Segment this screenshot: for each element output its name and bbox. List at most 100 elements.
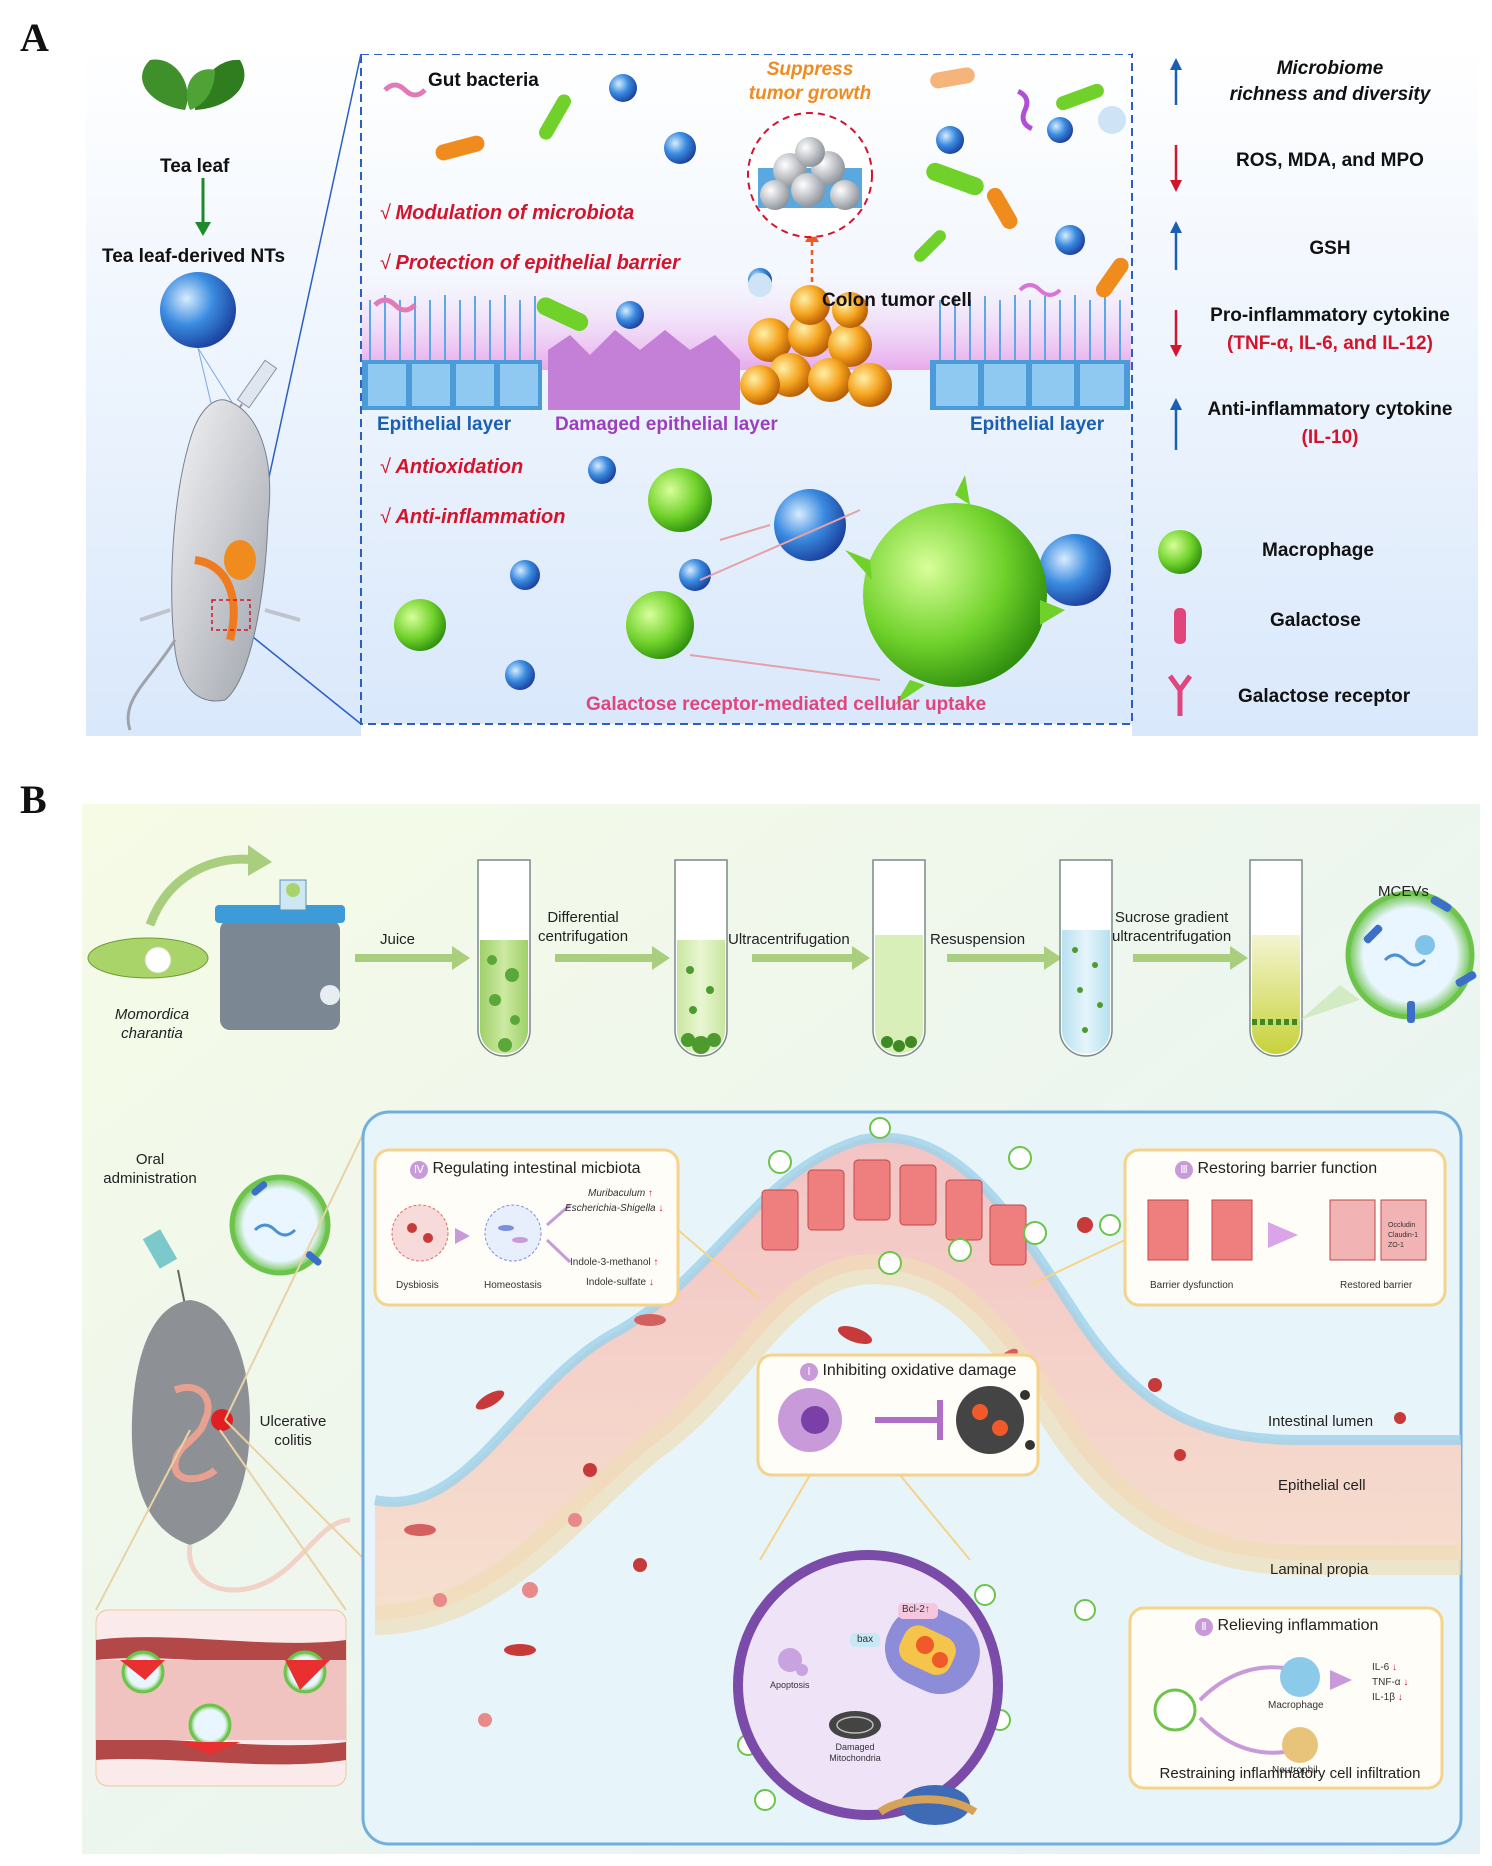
legend-macrophage-icon — [1158, 530, 1202, 574]
tea-leaf-icon — [142, 59, 245, 110]
legend-arrow-up-microbiome — [1170, 58, 1182, 105]
il1b-text: IL-1β — [1372, 1692, 1395, 1703]
legend-gsh: GSH — [1309, 238, 1351, 259]
suppress-line1: Suppress — [766, 59, 854, 80]
legend-anti-inflammatory: Anti-inflammatory cytokine (IL-10) — [1190, 396, 1470, 452]
legend-ros: ROS, MDA, and MPO — [1236, 150, 1424, 171]
indole-sulfate-label: Indole-sulfate ↓ — [586, 1277, 654, 1288]
legend-galactose: Galactose — [1270, 610, 1361, 631]
panel-b-letter: B — [20, 777, 47, 822]
box-ii-title: Ⅱ Relieving inflammation — [1195, 1617, 1378, 1636]
bcl2-text: Bcl-2 — [902, 1604, 925, 1615]
box-ii-neutrophil-label: Neutrophil — [1272, 1765, 1318, 1776]
box-iii-numeral: Ⅲ — [1175, 1161, 1193, 1179]
il1b-label: IL-1β ↓ — [1372, 1692, 1403, 1703]
large-macrophage — [863, 503, 1047, 687]
step-juice: Juice — [380, 931, 416, 948]
legend-macrophage: Macrophage — [1262, 540, 1374, 561]
nt-particle-icon — [160, 272, 236, 348]
box-iv-title-text: Regulating intestinal micbiota — [432, 1160, 641, 1177]
legend-galactose-icon — [1174, 608, 1186, 644]
tnf-label: TNF-α ↓ — [1372, 1677, 1408, 1688]
legend-pro-line1: Pro-inflammatory cytokine — [1210, 305, 1450, 326]
panel-a-letter: A — [20, 15, 49, 60]
down-arrow-icon: ↓ — [658, 1203, 664, 1214]
box-iii-title: Ⅲ Restoring barrier function — [1175, 1160, 1377, 1179]
legend-pro-inflammatory: Pro-inflammatory cytokine (TNF-α, IL-6, … — [1190, 302, 1470, 358]
step-differential: Differential centrifugation — [538, 908, 628, 946]
uc-line2: colitis — [274, 1432, 312, 1449]
epithelial-cells-left — [362, 360, 542, 410]
box-ii-frame — [1128, 1606, 1444, 1790]
occludin-label: Occludin — [1388, 1222, 1416, 1229]
momordica-icon — [87, 937, 209, 979]
uc-label: Ulcerative colitis — [248, 1412, 338, 1450]
homeostasis-label: Homeostasis — [484, 1280, 542, 1291]
tube-4 — [1059, 859, 1113, 1057]
tnf-text: TNF-α — [1372, 1677, 1401, 1688]
effect-item-barrier: √ Protection of epithelial barrier — [380, 252, 680, 275]
dysbiosis-icon — [391, 1204, 449, 1262]
plant-line2: charantia — [121, 1025, 183, 1042]
barrier-dysfunction-label: Barrier dysfunction — [1150, 1280, 1234, 1291]
escherichia-label: Escherichia-Shigella ↓ — [565, 1203, 663, 1214]
gut-wall — [375, 1137, 1461, 1620]
damaged-line2: Mitochondria — [829, 1753, 881, 1763]
juicer-icon — [215, 879, 345, 1030]
il6-label: IL-6 ↓ — [1372, 1662, 1397, 1673]
oral-line2: administration — [103, 1170, 197, 1187]
oral-label: Oral administration — [90, 1150, 210, 1188]
step-differential-text: Differential centrifugation — [538, 909, 629, 945]
plant-label: Momordica charantia — [92, 1005, 212, 1043]
legend-pro-line2: (TNF-α, IL-6, and IL-12) — [1227, 333, 1433, 354]
intestinal-lumen-label: Intestinal lumen — [1268, 1413, 1374, 1430]
indole-methanol-label: Indole-3-methanol ↑ — [570, 1257, 658, 1268]
tube-3 — [872, 859, 926, 1057]
check-mark: √ — [380, 202, 391, 224]
oral-line1: Oral — [135, 1151, 165, 1168]
legend-microbiome-line2: richness and diversity — [1229, 84, 1431, 105]
effect-item-antioxidation: √ Antioxidation — [380, 456, 523, 479]
legend-anti-line2: (IL-10) — [1301, 427, 1359, 448]
uptake-label: Galactose receptor-mediated cellular upt… — [586, 694, 987, 715]
box-iii-title-text: Restoring barrier function — [1197, 1160, 1378, 1177]
legend-anti-line1: Anti-inflammatory cytokine — [1207, 399, 1453, 420]
legend-arrow-down-pro — [1170, 310, 1182, 357]
check-mark: √ — [380, 506, 391, 528]
gut-bacteria-label: Gut bacteria — [428, 70, 539, 91]
dysbiosis-label: Dysbiosis — [396, 1280, 439, 1291]
il6-text: IL-6 — [1372, 1662, 1390, 1673]
indole-methanol-text: Indole-3-methanol — [570, 1257, 651, 1268]
epithelial-cell-label: Epithelial cell — [1278, 1477, 1366, 1494]
nucleus-icon — [900, 1785, 970, 1825]
box-ii-footer: Restraining inflammatory cell infiltrati… — [1159, 1765, 1421, 1782]
legend-galactose-receptor-icon — [1167, 674, 1193, 716]
homeostasis-icon — [484, 1204, 542, 1262]
down-arrow-icon: ↓ — [1392, 1662, 1398, 1673]
plant-line1: Momordica — [114, 1006, 190, 1023]
effect-text: Antioxidation — [395, 456, 524, 478]
panel-a-illustration — [86, 44, 1478, 736]
effect-item-microbiota: √ Modulation of microbiota — [380, 202, 634, 225]
oral-mcev-icon — [229, 1174, 331, 1276]
ev-icon — [1153, 1688, 1197, 1732]
step-ultracentrifugation: Ultracentrifugation — [728, 931, 850, 948]
damaged-cell-icon — [956, 1386, 1024, 1454]
macrophage-icon — [1280, 1657, 1320, 1697]
step-sucrose-text: Sucrose gradient ultracentrifugation — [1112, 909, 1232, 945]
mitochondria-icon — [884, 1606, 980, 1695]
damaged-epithelium — [548, 330, 740, 410]
up-arrow-icon: ↑ — [648, 1188, 654, 1199]
zoom-line-bottom — [237, 624, 362, 725]
down-arrow-icon: ↓ — [1397, 1692, 1403, 1703]
effect-text: Anti-inflammation — [395, 506, 566, 528]
epithelial-layer-right-label: Epithelial layer — [970, 414, 1105, 435]
gut-bacteria — [373, 67, 1129, 332]
claudin-label: Claudin-1 — [1388, 1232, 1418, 1239]
tube-2 — [674, 859, 728, 1057]
panel-a-right-bg — [1132, 44, 1478, 736]
bax-badge — [850, 1633, 880, 1647]
box-i-numeral: Ⅰ — [800, 1363, 818, 1381]
bcl2-badge — [898, 1603, 938, 1619]
